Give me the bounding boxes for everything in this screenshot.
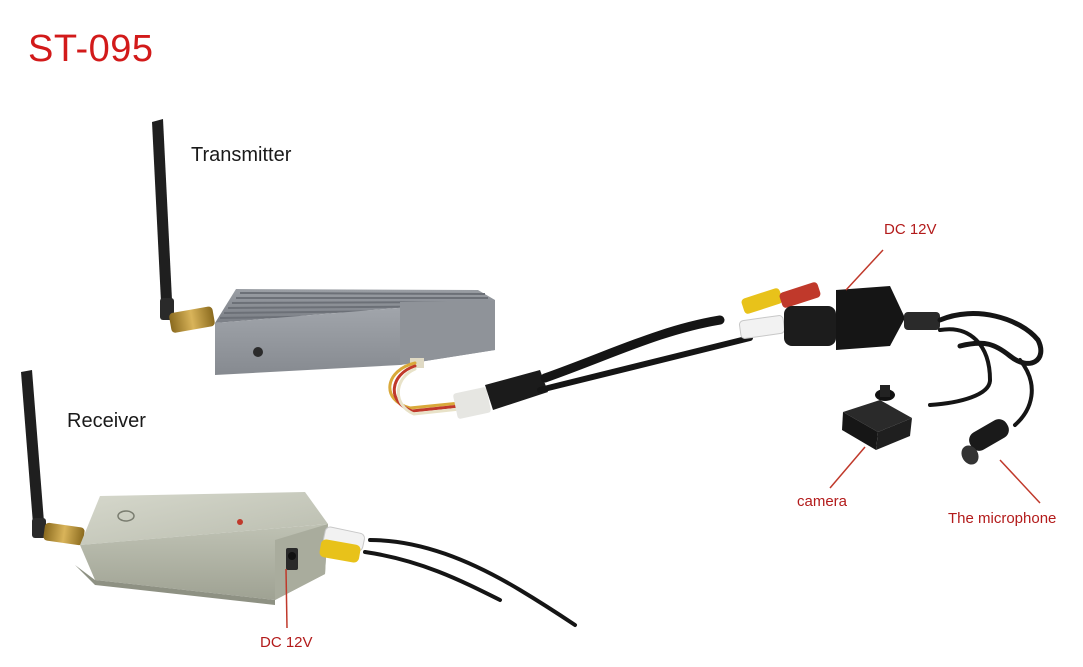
receiver-unit [75, 492, 328, 605]
camera-callout-line [829, 446, 866, 489]
microphone-callout-line [999, 459, 1041, 504]
transmitter-rca-connectors [738, 282, 1044, 427]
callout-lines [285, 249, 1041, 629]
transmitter-antenna [152, 119, 215, 333]
receiver-label: Receiver [67, 410, 146, 432]
receiver-rca-cables [319, 526, 577, 627]
dc-12v-top-label: DC 12V [884, 221, 937, 238]
transmitter-unit [215, 289, 495, 375]
dc-12v-bottom-label: DC 12V [260, 634, 313, 651]
camera-label: camera [797, 493, 848, 510]
pinhole-camera [842, 385, 912, 450]
receiver-antenna [21, 370, 85, 546]
transmitter-cable [453, 315, 753, 419]
transmitter-label: Transmitter [191, 144, 292, 166]
transmitter-wires [388, 361, 462, 416]
dc-12v-bottom-callout-line [285, 568, 288, 629]
dc-12v-top-callout-line [845, 249, 884, 291]
microphone [961, 419, 1009, 465]
model-title: ST-095 [28, 28, 154, 70]
microphone-label: The microphone [948, 510, 1057, 527]
